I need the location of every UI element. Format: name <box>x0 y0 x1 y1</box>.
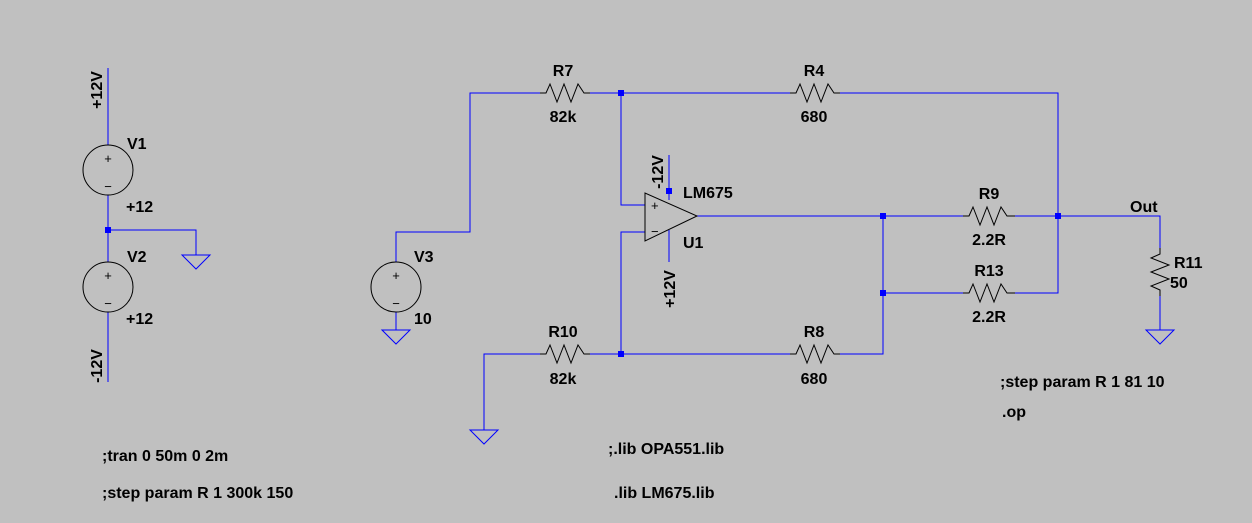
resistor-r11[interactable] <box>1149 248 1171 296</box>
junction-dot <box>880 213 886 219</box>
wire-r9-out[interactable] <box>1015 215 1161 248</box>
junction-dot <box>618 351 624 357</box>
resistor-r7[interactable] <box>540 82 590 104</box>
source-body <box>82 144 134 196</box>
wire-r4-right[interactable] <box>840 92 1059 216</box>
r4-name: R4 <box>804 63 825 80</box>
junction-dot <box>618 90 624 96</box>
r8-value: 680 <box>801 371 828 388</box>
net-label-u1-neg-supply: -12V <box>650 155 667 189</box>
r11-name: R11 <box>1174 255 1203 272</box>
directive-lib-1[interactable]: ;.lib OPA551.lib <box>608 441 724 458</box>
source-v2[interactable]: + − <box>82 261 134 313</box>
ground-symbol[interactable] <box>380 329 412 345</box>
junction-dot <box>880 290 886 296</box>
ground-symbol[interactable] <box>1144 329 1176 345</box>
directive-tran[interactable]: ;tran 0 50m 0 2m <box>102 448 228 465</box>
wire-minus-to-node[interactable] <box>620 231 645 354</box>
net-labels: +12V -12V -12V +12V Out <box>89 71 1158 383</box>
resistors <box>540 82 1171 365</box>
directive-step-1[interactable]: ;step param R 1 300k 150 <box>102 485 293 502</box>
opamp-body <box>644 192 699 242</box>
wire-common-gnd[interactable] <box>108 229 197 255</box>
resistor-r8[interactable] <box>790 343 840 365</box>
v1-name: V1 <box>127 136 147 153</box>
source-body <box>370 261 422 313</box>
source-v3[interactable]: + − <box>370 261 422 313</box>
plus-mark: + <box>392 268 400 283</box>
r11-value: 50 <box>1170 275 1188 292</box>
minus-mark: − <box>392 296 400 311</box>
directive-step-2[interactable]: ;step param R 1 81 10 <box>1000 374 1165 391</box>
wires <box>107 68 1161 430</box>
spice-directives: ;tran 0 50m 0 2m ;step param R 1 300k 15… <box>102 374 1165 502</box>
wire-v3-to-r7[interactable] <box>395 92 540 262</box>
r9-value: 2.2R <box>972 232 1006 249</box>
net-label-out: Out <box>1130 199 1158 216</box>
u1-name: U1 <box>683 235 704 252</box>
minus-mark: − <box>104 179 112 194</box>
wire-node-to-plus[interactable] <box>620 93 645 206</box>
opamp-minus-mark: − <box>651 224 659 239</box>
v2-value: +12 <box>126 311 153 328</box>
ground-symbol[interactable] <box>468 429 500 445</box>
r10-value: 82k <box>550 371 577 388</box>
net-label-v2-bottom: -12V <box>89 349 106 383</box>
r13-value: 2.2R <box>972 309 1006 326</box>
directive-lib-2[interactable]: .lib LM675.lib <box>614 485 715 502</box>
r9-name: R9 <box>979 186 1000 203</box>
opamp-plus-mark: + <box>651 198 659 213</box>
v3-name: V3 <box>414 249 434 266</box>
opamp-u1[interactable]: + − <box>644 192 699 242</box>
source-v1[interactable]: + − <box>82 144 134 196</box>
junction-dot <box>666 188 672 194</box>
minus-mark: − <box>104 296 112 311</box>
directive-op[interactable]: .op <box>1002 404 1026 421</box>
u1-model: LM675 <box>683 185 733 202</box>
junctions <box>105 90 1061 357</box>
v1-value: +12 <box>126 199 153 216</box>
junction-dot <box>105 227 111 233</box>
resistor-r10[interactable] <box>540 343 590 365</box>
wire-out-r13[interactable] <box>1015 216 1059 294</box>
resistor-r13[interactable] <box>963 282 1015 304</box>
v2-name: V2 <box>127 249 147 266</box>
component-labels: V1 +12 V2 +12 V3 10 R7 82k R4 680 R9 2.2… <box>126 63 1203 388</box>
junction-dot <box>1055 213 1061 219</box>
ground-symbols <box>180 254 1176 445</box>
wire-r10-gnd[interactable] <box>483 353 540 430</box>
source-body <box>82 261 134 313</box>
plus-mark: + <box>104 151 112 166</box>
r10-name: R10 <box>548 324 577 341</box>
r7-value: 82k <box>550 109 577 126</box>
r4-value: 680 <box>801 109 828 126</box>
resistor-r4[interactable] <box>790 82 840 104</box>
r13-name: R13 <box>974 263 1003 280</box>
resistor-r9[interactable] <box>963 205 1015 227</box>
r8-name: R8 <box>804 324 825 341</box>
net-label-v1-top: +12V <box>89 71 106 109</box>
net-label-u1-pos-supply: +12V <box>662 270 679 308</box>
plus-mark: + <box>104 268 112 283</box>
v3-value: 10 <box>414 311 432 328</box>
r7-name: R7 <box>553 63 574 80</box>
wire-out-col[interactable] <box>840 216 884 355</box>
ground-symbol[interactable] <box>180 254 212 270</box>
